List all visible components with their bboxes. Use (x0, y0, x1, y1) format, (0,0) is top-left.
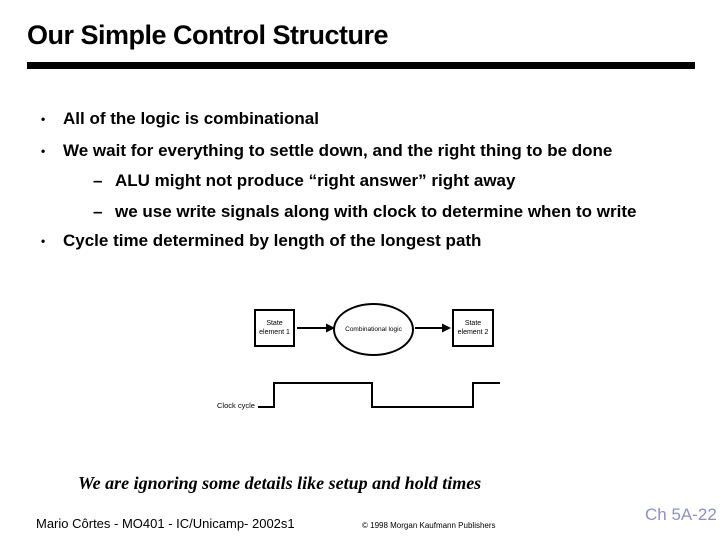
bullet-marker: • (41, 234, 46, 248)
dash-marker: – (93, 171, 103, 190)
bullet-text: Cycle time determined by length of the l… (63, 231, 482, 250)
bullet-marker: • (41, 144, 46, 158)
clock-waveform (258, 382, 500, 408)
setup-hold-note: We are ignoring some details like setup … (78, 473, 482, 493)
state-element-2-box: State element 2 (452, 309, 494, 347)
bullet-item: • All of the logic is combinational (0, 108, 720, 130)
dash-marker: – (93, 202, 103, 221)
arrow-right-icon (442, 323, 451, 333)
bullet-text: All of the logic is combinational (63, 109, 319, 128)
bullet-text: We wait for everything to settle down, a… (63, 141, 613, 160)
datapath-diagram (258, 323, 500, 408)
bullet-item: • We wait for everything to settle down,… (0, 140, 720, 162)
page-number: Ch 5A-22 (645, 505, 717, 524)
combinational-logic-ellipse: Combinational logic (333, 303, 414, 356)
title-rule (27, 62, 695, 69)
arrow-right-icon (326, 323, 335, 333)
sub-bullet-text: ALU might not produce “right answer” rig… (115, 171, 516, 190)
bullet-item: • Cycle time determined by length of the… (0, 230, 720, 252)
footer-copyright: © 1998 Morgan Kaufmann Publishers (362, 521, 496, 530)
page-title: Our Simple Control Structure (27, 20, 389, 50)
sub-bullet-item: – ALU might not produce “right answer” r… (0, 170, 720, 192)
sub-bullet-item: – we use write signals along with clock … (0, 201, 720, 223)
bullet-marker: • (41, 112, 46, 126)
sub-bullet-text: we use write signals along with clock to… (115, 202, 637, 221)
clock-cycle-label: Clock cycle (217, 401, 255, 410)
footer-author: Mario Côrtes - MO401 - IC/Unicamp- 2002s… (36, 516, 295, 531)
state-element-1-box: State element 1 (254, 309, 295, 347)
